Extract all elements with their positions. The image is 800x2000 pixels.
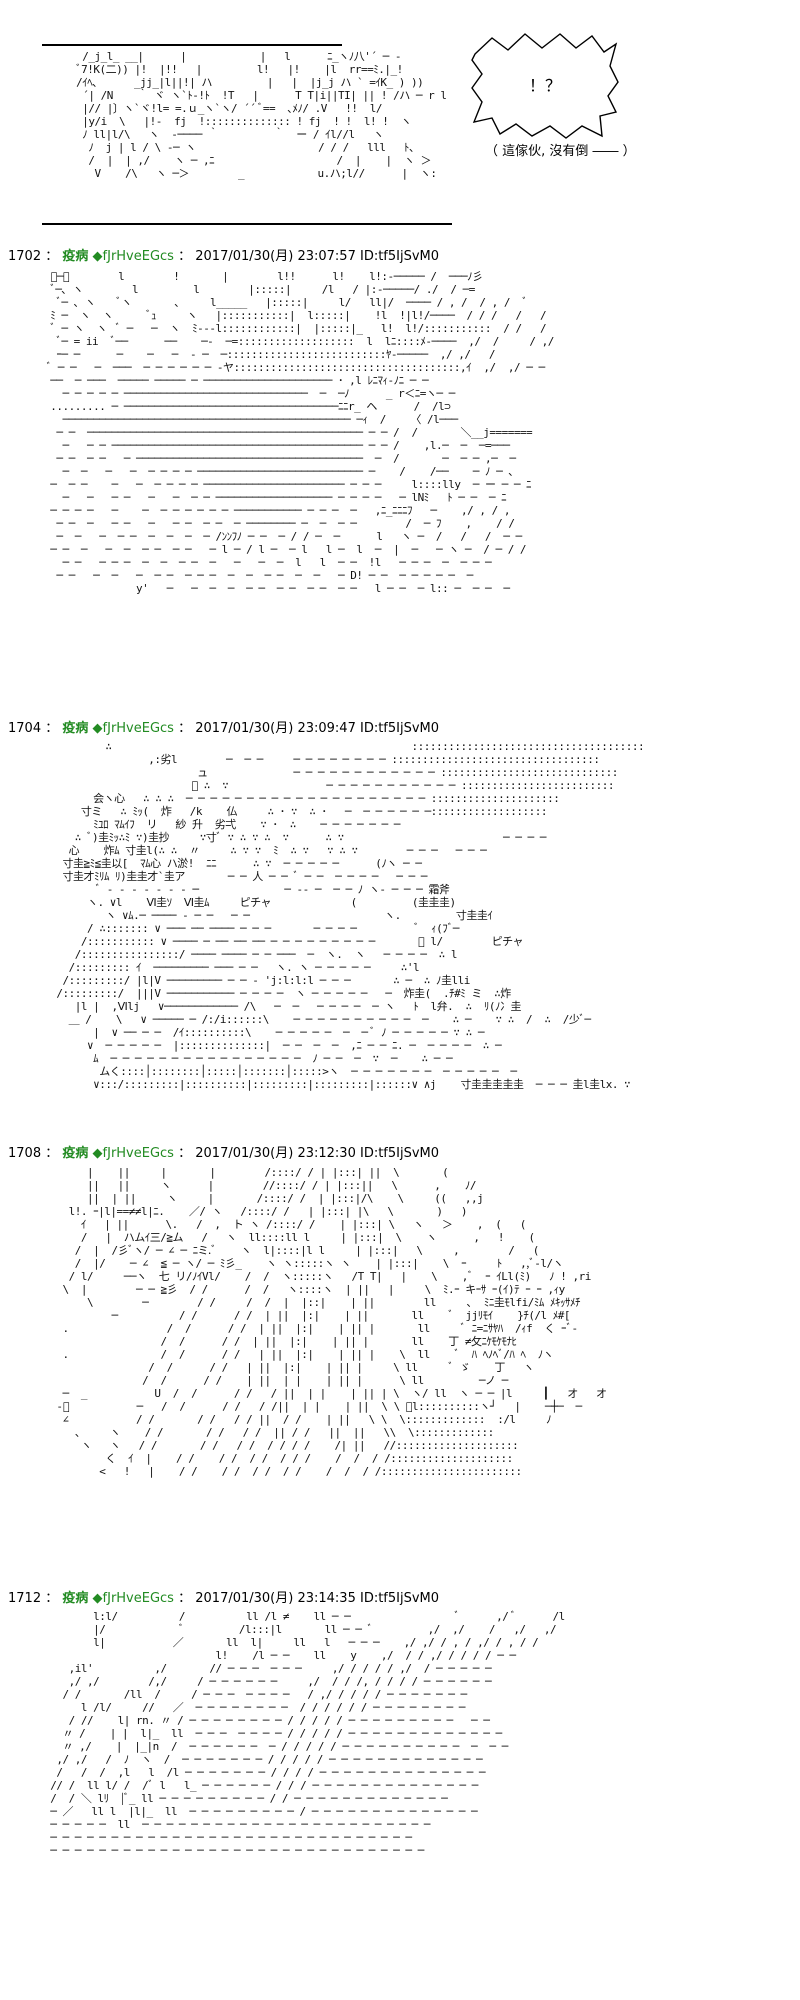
sfx-text: 寸圭≧ﾐ≦圭以[ ﾏﾑ心 ハ淤! — [62, 857, 195, 870]
sfx-text: ピチャ — [491, 935, 524, 948]
poster-name: 疫病 — [62, 721, 89, 736]
sfx-text: ﾐﾕﾛ ﾏﾑｲﾌ リ 紗 升 劣弌 — [93, 818, 236, 831]
post-number: 1712 — [8, 1591, 42, 1606]
speech-burst-outline — [471, 33, 619, 139]
poster-trip: ◆fJrHveEGcs — [92, 1591, 174, 1606]
sfx-text: オ オ — [567, 1387, 607, 1400]
ascii-art-shattered-figure: ∴ ::::::::::::::::::::::::::::::::::::::… — [56, 740, 645, 1091]
sfx-text: 寸圭圭圭圭圭 — [460, 1078, 524, 1091]
sfx-text: 炸圭( — [403, 987, 432, 1000]
intro-caption: （ 這傢伙, 沒有倒 ―― ） — [485, 144, 636, 159]
post-datetime: 2017/01/30(月) 23:09:47 — [195, 721, 356, 736]
post-datetime: 2017/01/30(月) 23:12:30 — [195, 1146, 356, 1161]
post-header-1712: 1712 ： 疫病 ◆fJrHveEGcs ： 2017/01/30(月) 23… — [8, 1591, 440, 1606]
sfx-text: 炸ﾑ 寸圭l( — [103, 844, 159, 857]
poster-name: 疫病 — [62, 249, 89, 264]
post-number: 1708 — [8, 1146, 42, 1161]
post-id: ID:tf5IjSvM0 — [359, 1591, 440, 1606]
speech-burst-text: ！？ — [528, 76, 561, 95]
ascii-art-sunburst-explosion: ﾞ─､ l ! | l!! l! l!:‐───── / ───ﾉ彡 ﾞ─､ ヽ… — [44, 270, 554, 595]
sfx-text: 寸圭圭ｲ — [455, 909, 493, 922]
sfx-text: ピチャ — [239, 896, 272, 909]
post-header-1702: 1702 ： 疫病 ◆fJrHveEGcs ： 2017/01/30(月) 23… — [8, 249, 440, 264]
poster-name: 疫病 — [62, 1146, 89, 1161]
post-datetime: 2017/01/30(月) 23:07:57 — [195, 249, 356, 264]
ascii-art-falling-debris: l:l/ / ll /l ≠ ll ─ ─ ﾞ ,/ ﾞ /l |/ ﾞ /l:… — [50, 1610, 565, 1857]
sfx-text: 丁 ≠攵ﾆｹﾓｹﾓﾅﾋ — [448, 1335, 517, 1348]
post-id: ID:tf5IjSvM0 — [359, 249, 440, 264]
ascii-art-arm-and-steam: | || | | /::::/ / | |:::| || \ ( || || ヽ… — [56, 1166, 607, 1478]
sfx-text: 会ヽ心 — [93, 792, 125, 805]
ascii-art-character-intro: /_j_l_ __| | | l ﾆ_ヽﾉ八'´ ─ ‐ ﾞ7!K(二)) |!… — [76, 50, 447, 180]
post-id: ID:tf5IjSvM0 — [359, 721, 440, 736]
top-rule — [42, 44, 342, 46]
post-header-1708: 1708 ： 疫病 ◆fJrHveEGcs ： 2017/01/30(月) 23… — [8, 1146, 440, 1161]
post-header-1704: 1704 ： 疫病 ◆fJrHveEGcs ： 2017/01/30(月) 23… — [8, 721, 440, 736]
poster-name: 疫病 — [62, 1591, 89, 1606]
post-datetime: 2017/01/30(月) 23:14:35 — [195, 1591, 356, 1606]
speech-burst: ！？ — [470, 32, 620, 140]
post-number: 1702 — [8, 249, 42, 264]
bottom-rule — [42, 223, 452, 225]
sfx-text: 霜斧 — [428, 883, 450, 896]
poster-trip: ◆fJrHveEGcs — [92, 249, 174, 264]
poster-trip: ◆fJrHveEGcs — [92, 1146, 174, 1161]
post-id: ID:tf5IjSvM0 — [359, 1146, 440, 1161]
poster-trip: ◆fJrHveEGcs — [92, 721, 174, 736]
sfx-text: ﾐﾆ圭ﾓlfi/ﾐﾑ ﾒｷｯｻﾒﾁ — [483, 1296, 581, 1309]
post-number: 1704 — [8, 721, 42, 736]
sfx-text: 寸圭才ﾐﾘﾑ ﾘ)圭圭才`圭ア — [62, 870, 186, 883]
